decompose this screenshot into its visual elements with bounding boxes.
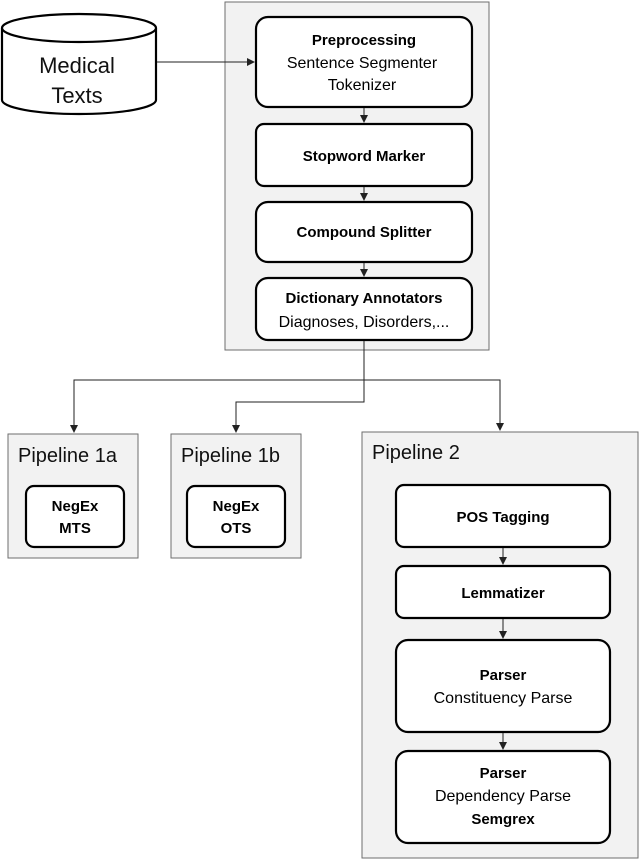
dictionary-annotators-box: Dictionary Annotators Diagnoses, Disorde… xyxy=(254,276,474,342)
connector-dictionary-to-pipeline-2 xyxy=(364,379,504,431)
parser-dependency-line2: Semgrex xyxy=(471,811,535,828)
medical-texts-datastore: Medical Texts xyxy=(0,12,158,116)
parser-constituency-title: Parser xyxy=(480,667,527,684)
medical-texts-line1: Medical xyxy=(39,53,115,78)
compound-splitter-title: Compound Splitter xyxy=(297,224,432,241)
pos-tagging-title: POS Tagging xyxy=(456,509,549,526)
negex-ots-box: NegEx OTS xyxy=(185,484,287,549)
parser-dependency-box: Parser Dependency Parse Semgrex xyxy=(394,749,612,845)
stopword-marker-title: Stopword Marker xyxy=(303,148,426,165)
lemmatizer-title: Lemmatizer xyxy=(461,585,545,602)
pipeline-2-title: Pipeline 2 xyxy=(372,442,460,464)
preprocessing-line1: Sentence Segmenter xyxy=(287,55,438,72)
parser-dependency-line1: Dependency Parse xyxy=(435,788,571,805)
preprocessing-title: Preprocessing xyxy=(312,32,416,49)
preprocessing-line2: Tokenizer xyxy=(328,77,397,94)
negex-mts-line2: MTS xyxy=(59,520,91,537)
pipeline-1b-title: Pipeline 1b xyxy=(181,445,280,467)
pos-tagging-box: POS Tagging xyxy=(394,483,612,549)
compound-splitter-box: Compound Splitter xyxy=(254,200,474,264)
parser-constituency-box: Parser Constituency Parse xyxy=(394,638,612,734)
lemmatizer-box: Lemmatizer xyxy=(394,564,612,620)
pipeline-1a-title: Pipeline 1a xyxy=(18,445,118,467)
negex-ots-line2: OTS xyxy=(221,520,252,537)
negex-mts-line1: NegEx xyxy=(52,498,99,515)
cylinder-body xyxy=(0,28,158,116)
parser-constituency-line1: Constituency Parse xyxy=(434,690,573,707)
negex-mts-box: NegEx MTS xyxy=(24,484,126,549)
stopword-marker-box: Stopword Marker xyxy=(254,122,474,188)
connector-dictionary-to-pipeline-1a xyxy=(70,341,365,433)
parser-dependency-title: Parser xyxy=(480,765,527,782)
connector-dictionary-to-pipeline-1b xyxy=(232,380,365,433)
negex-ots-line1: NegEx xyxy=(213,498,260,515)
dictionary-annotators-title: Dictionary Annotators xyxy=(286,290,443,307)
medical-texts-line2: Texts xyxy=(51,83,102,108)
preprocessing-box: Preprocessing Sentence Segmenter Tokeniz… xyxy=(254,15,474,109)
dictionary-annotators-line1: Diagnoses, Disorders,... xyxy=(279,314,450,331)
cylinder-top xyxy=(0,12,158,44)
